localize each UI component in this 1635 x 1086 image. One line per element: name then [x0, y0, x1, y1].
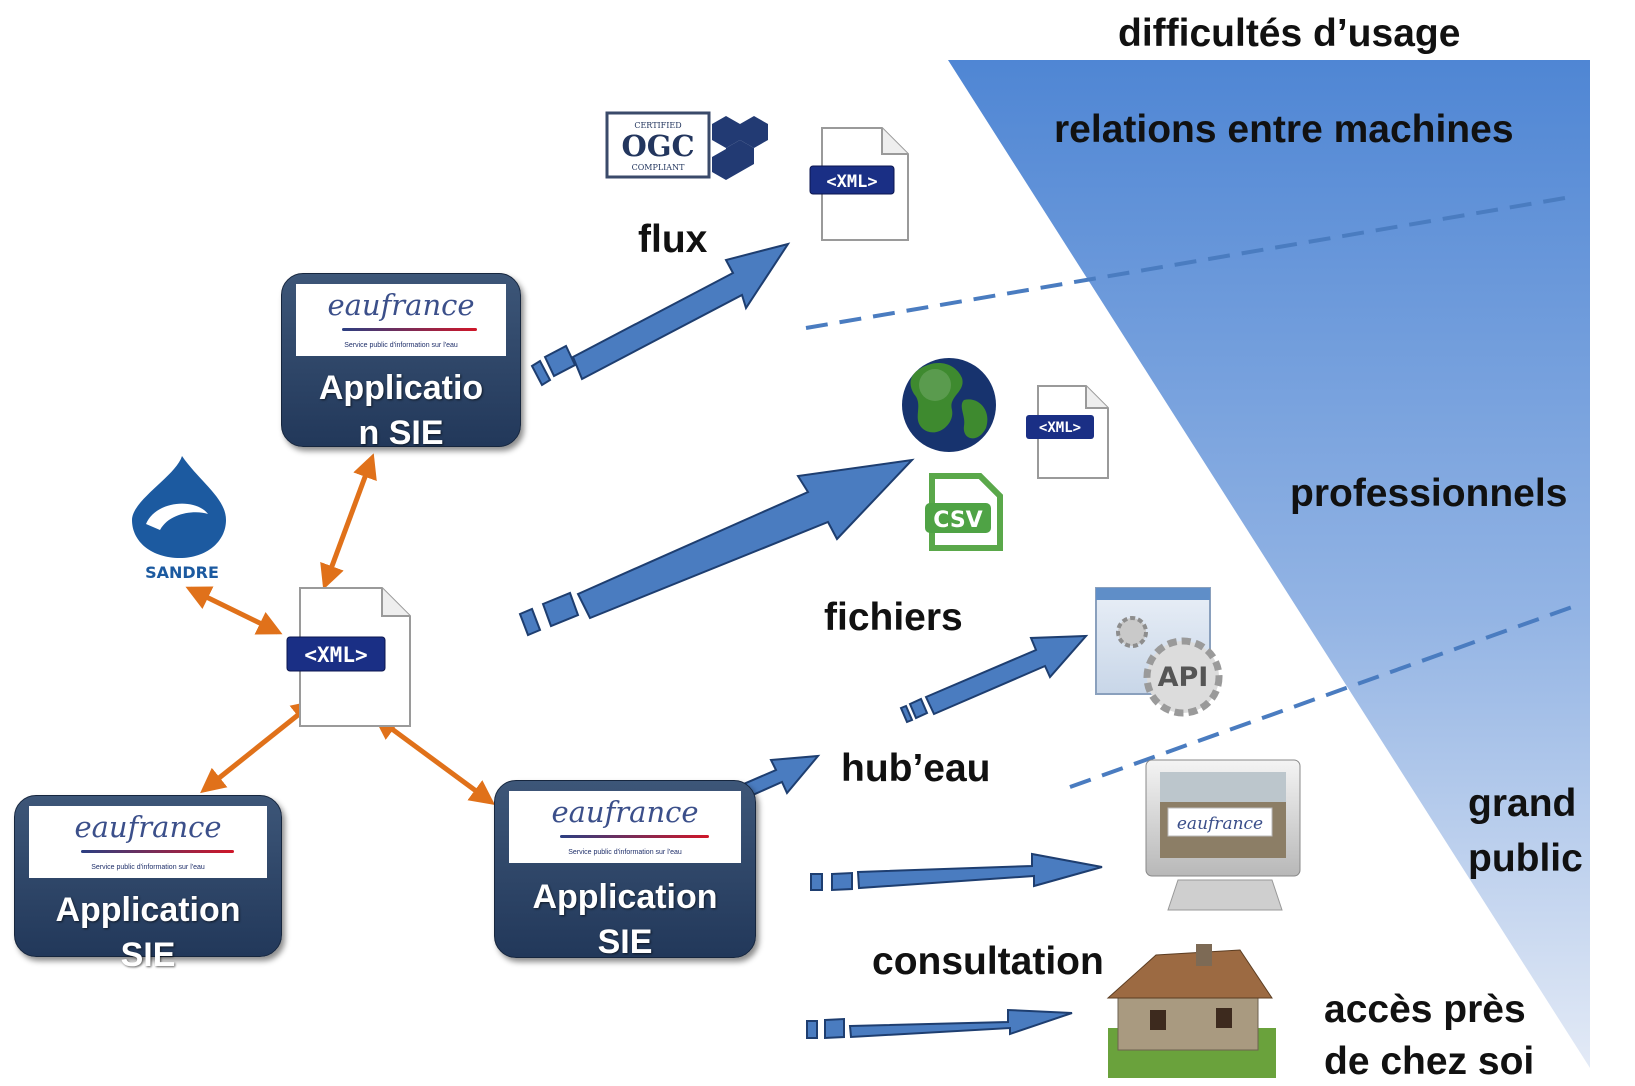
svg-text:CSV: CSV [933, 508, 982, 533]
eaufrance-logo: eaufrance Service public d'information s… [296, 284, 506, 356]
app-name-center: Application SIE [532, 878, 718, 961]
svg-text:API: API [1158, 662, 1209, 693]
flux-arrow [530, 242, 791, 387]
xml-centerapp-link [372, 715, 496, 805]
usage-difficulty-wedge [948, 60, 1590, 1068]
public-label-line2: public [1468, 837, 1583, 880]
svg-text:<XML>: <XML> [304, 643, 367, 667]
eaufrance-logo: eaufrance Service public d'information s… [29, 806, 267, 878]
central-xml-document-icon: <XML> [286, 587, 411, 727]
house-icon [1106, 944, 1276, 1078]
flux-label: flux [638, 218, 708, 261]
hubeau-label: hub’eau [841, 747, 991, 790]
app-name-top: Applicatio n SIE [318, 369, 484, 452]
xml-file-icon: <XML> [1026, 385, 1109, 479]
public-label-line1: grand [1468, 782, 1577, 825]
monitor-icon: eaufrance [1145, 759, 1301, 911]
svg-text:<XML>: <XML> [1039, 420, 1081, 436]
machine-professional-divider [805, 196, 1566, 330]
api-icon: API [1095, 587, 1223, 717]
xml-document-icon: <XML> [809, 127, 909, 241]
application-sie-top: eaufrance Service public d'information s… [281, 273, 521, 452]
professionals-label: professionnels [1290, 472, 1568, 515]
ogc-certified-logo: CERTIFIED OGC COMPLIANT [605, 111, 768, 180]
xml-leftapp-link [200, 699, 317, 794]
csv-file-icon: CSV [925, 473, 1003, 551]
svg-text:<XML>: <XML> [826, 172, 877, 192]
globe-icon [902, 358, 996, 452]
orange-links [185, 453, 496, 805]
public-arrow [810, 852, 1103, 892]
application-sie-center: eaufrance Service public d'information s… [494, 780, 756, 961]
eaufrance-logo: eaufrance Service public d'information s… [509, 791, 741, 863]
fichiers-arrow [518, 458, 915, 637]
usage-difficulty-label: difficultés d’usage [1118, 12, 1461, 55]
hubeau-arrow [899, 634, 1089, 724]
app-name-left: Application SIE [55, 891, 241, 974]
professional-public-divider [1069, 604, 1576, 789]
svg-text:COMPLIANT: COMPLIANT [632, 163, 686, 172]
sandre-xml-link [185, 586, 283, 635]
eaufrance-swoosh [342, 328, 477, 331]
svg-text:CERTIFIED: CERTIFIED [634, 121, 681, 130]
machine-relations-label: relations entre machines [1054, 108, 1514, 151]
svg-text:eaufrance: eaufrance [1177, 814, 1263, 834]
svg-text:SANDRE: SANDRE [145, 563, 219, 582]
consultation-label: consultation [872, 940, 1104, 983]
eaufrance-swoosh [81, 850, 234, 853]
nearby-label-line1: accès près [1324, 988, 1526, 1031]
eaufrance-swoosh [560, 835, 709, 838]
nearby-label-line2: de chez soi [1324, 1040, 1535, 1083]
svg-text:OGC: OGC [621, 129, 694, 163]
sandre-logo: SANDRE [132, 456, 226, 582]
application-sie-left: eaufrance Service public d'information s… [14, 795, 282, 974]
xml-topapp-link [320, 453, 377, 590]
consultation-arrow [806, 1008, 1073, 1040]
fichiers-label: fichiers [824, 596, 963, 639]
